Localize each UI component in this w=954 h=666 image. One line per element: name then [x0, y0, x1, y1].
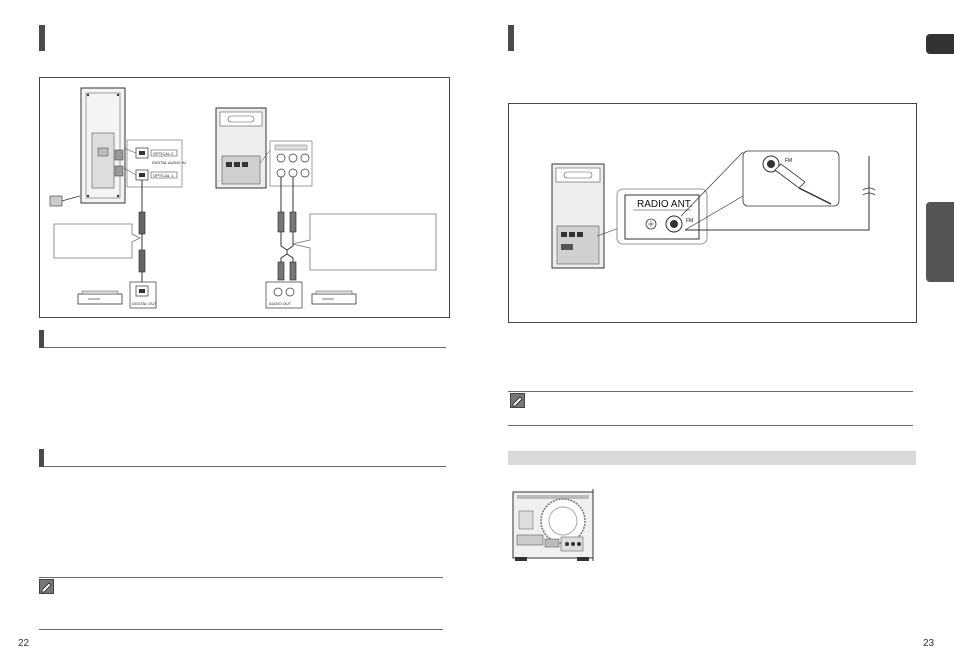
optical-audio-connection-diagram: OPTICAL 2 DIGITAL AUDIO IN OPTICAL 1 DIG…: [49, 87, 437, 309]
title-marker-left: [39, 25, 45, 51]
rear-panel-figure: [511, 489, 597, 564]
digital-audio-in-label: DIGITAL AUDIO IN: [152, 160, 186, 165]
rear-panel-diagram: [512, 489, 594, 561]
title-marker-right: [508, 25, 514, 51]
radio-ant-label: RADIO ANT.: [637, 199, 693, 210]
fm-jack-label: FM: [686, 218, 693, 224]
pencil-note-icon: [39, 579, 54, 594]
connection-figure-left: OPTICAL 2 DIGITAL AUDIO IN OPTICAL 1 DIG…: [39, 77, 450, 318]
note-rule-top-right: [508, 391, 913, 392]
chapter-tab-side: [926, 202, 954, 282]
note-rule-bottom-left: [39, 629, 443, 630]
chapter-tab-top: [926, 34, 954, 54]
section-band: [508, 451, 916, 465]
page-number-right: 23: [923, 638, 935, 649]
audio-out-label: AUDIO OUT: [269, 301, 292, 306]
note-rule-top-left: [39, 577, 443, 578]
fm-inset-label: FM: [785, 158, 792, 164]
section-marker-left-2: [39, 449, 44, 467]
section-rule-left-2: [44, 466, 446, 467]
digital-out-label: DIGITAL OUT: [132, 301, 157, 306]
optical-1-label: OPTICAL 1: [153, 173, 174, 178]
note-rule-bottom-right: [508, 425, 913, 426]
section-marker-left-1: [39, 330, 44, 348]
pencil-note-icon: [510, 393, 525, 408]
page-number-left: 22: [18, 638, 30, 649]
fm-antenna-connection-diagram: RADIO ANT. FM FM: [551, 150, 876, 269]
antenna-figure: RADIO ANT. FM FM: [508, 103, 917, 323]
optical-2-label: OPTICAL 2: [153, 151, 174, 156]
section-rule-left-1: [44, 347, 446, 348]
